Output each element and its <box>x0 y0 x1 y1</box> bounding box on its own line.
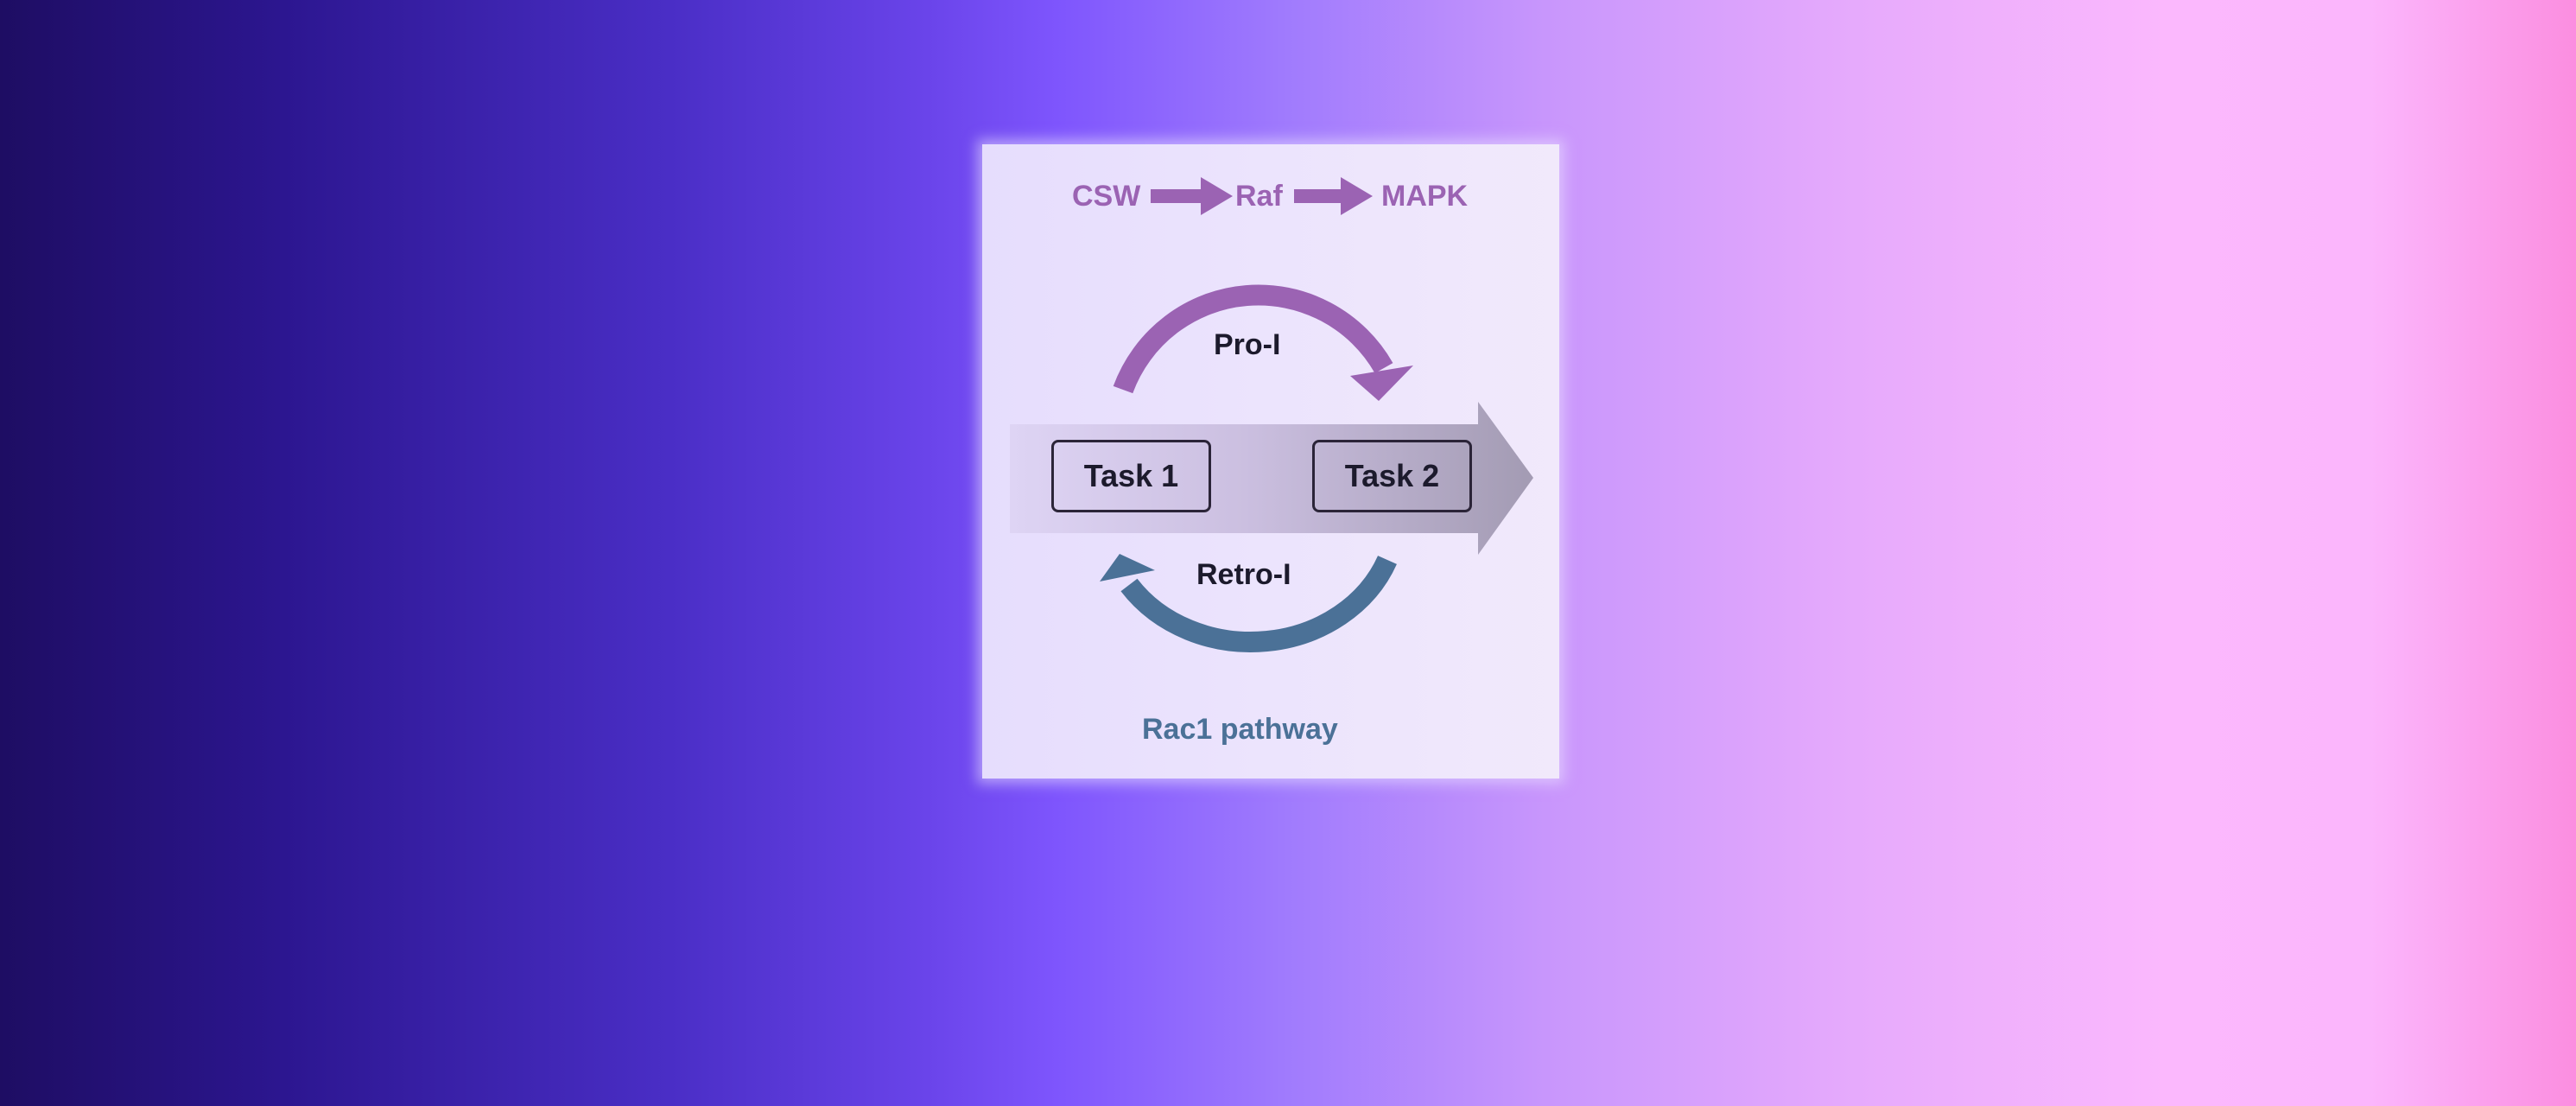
task-2-box: Task 2 <box>1312 440 1472 512</box>
chain-node-mapk: MAPK <box>1381 180 1469 213</box>
retro-arc-arrow <box>1100 554 1397 652</box>
diagram-panel: CSW Raf MAPK Pro-I Retro-I Task 1 Task 2… <box>982 144 1559 779</box>
rac1-pathway-label: Rac1 pathway <box>1142 713 1338 746</box>
chain-node-raf: Raf <box>1235 180 1283 213</box>
chain-arrow-2 <box>1294 177 1373 215</box>
task-1-box: Task 1 <box>1051 440 1211 512</box>
retro-arc-label: Retro-I <box>1196 558 1291 591</box>
chain-node-csw: CSW <box>1072 180 1141 213</box>
pro-arc-arrow <box>1113 284 1413 401</box>
chain-arrow-1 <box>1151 177 1233 215</box>
pro-arc-label: Pro-I <box>1214 328 1281 361</box>
